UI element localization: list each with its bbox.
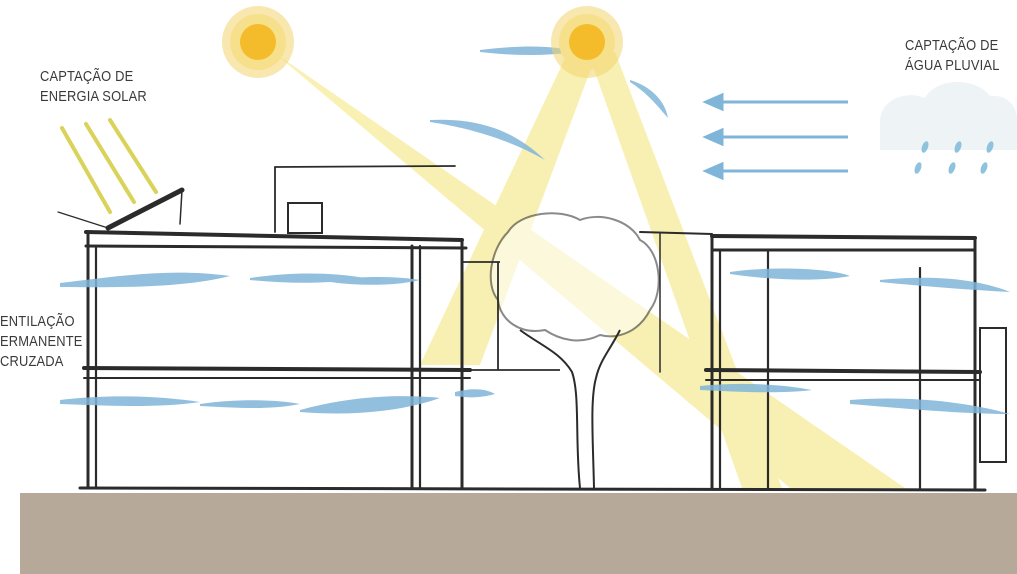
- label-ventilation: ENTILAÇÃO ERMANENTE CRUZADA: [0, 312, 83, 372]
- wind-arrow-2-head: [706, 130, 722, 144]
- label-ventilation-line-1: ENTILAÇÃO: [0, 312, 83, 332]
- rain-cloud: [880, 82, 1017, 175]
- ground: [20, 493, 1017, 574]
- solar-panel-stand: [180, 190, 182, 224]
- sun-right: [551, 6, 623, 78]
- ground-line: [80, 488, 985, 490]
- sun-left: [222, 6, 294, 78]
- wind-arrows: [706, 95, 848, 178]
- parapet: [275, 166, 455, 167]
- wind-stroke-upper-1: [60, 273, 230, 288]
- wind-stroke-lower-2: [200, 400, 300, 408]
- wind-stroke-upper-5: [880, 278, 1010, 292]
- rain-drop-icon: [947, 161, 957, 174]
- label-solar-line-2: ENERGIA SOLAR: [40, 87, 147, 107]
- rain-drop-icon: [913, 161, 923, 174]
- sun-core: [569, 24, 605, 60]
- wind-stroke-lower-1: [60, 396, 200, 406]
- side-screen: [980, 328, 1006, 462]
- label-ventilation-line-3: CRUZADA: [0, 352, 83, 372]
- solar-ray-1: [62, 128, 110, 212]
- mezzanine: [640, 232, 712, 234]
- tree-canopy-left: [491, 213, 659, 340]
- wind-stroke-upper-4: [730, 269, 850, 280]
- roof-right: [712, 236, 975, 238]
- wind-arrow-3-head: [706, 164, 722, 178]
- rain-drop-icon: [979, 161, 989, 174]
- label-solar-energy: CAPTAÇÃO DE ENERGIA SOLAR: [40, 67, 147, 107]
- slab-right-upper: [706, 370, 980, 372]
- solar-rays: [62, 120, 156, 212]
- roof-left-fascia: [86, 246, 466, 248]
- sun-core: [240, 24, 276, 60]
- label-rain-line-2: ÁGUA PLUVIAL: [905, 56, 1000, 76]
- label-solar-line-1: CAPTAÇÃO DE: [40, 67, 147, 87]
- tree-trunk-left: [520, 330, 580, 488]
- wind-arrow-1-head: [706, 95, 722, 109]
- solar-panel-ray: [58, 212, 108, 228]
- solar-ray-2: [86, 124, 134, 202]
- label-rainwater: CAPTAÇÃO DE ÁGUA PLUVIAL: [905, 36, 1000, 76]
- solar-ray-3: [110, 120, 156, 192]
- cloud-icon: [880, 82, 1017, 150]
- label-rain-line-1: CAPTAÇÃO DE: [905, 36, 1000, 56]
- roof-left: [86, 232, 462, 240]
- tree-trunk-right: [592, 330, 620, 488]
- skylight: [288, 203, 322, 233]
- wind-stroke-lower-6: [850, 399, 1010, 414]
- label-ventilation-line-2: ERMANENTE: [0, 332, 83, 352]
- solar-panel: [108, 190, 182, 228]
